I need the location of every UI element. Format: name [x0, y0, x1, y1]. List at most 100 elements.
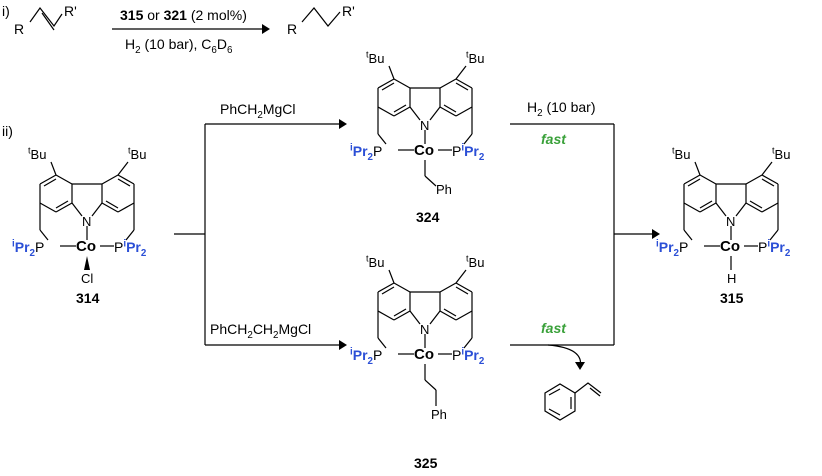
right-ring-bond — [745, 202, 763, 213]
left-ring-double-bond — [381, 286, 395, 295]
alkane-product-bonds — [301, 7, 341, 27]
reagent-phenethyl: PhCH2CH2MgCl — [210, 321, 312, 341]
complex-315-nitrogen: N — [726, 214, 736, 229]
left-ring-bond — [377, 282, 395, 293]
complex-315-p-left: iPr2P — [656, 238, 689, 259]
left-ring-bond — [683, 202, 701, 213]
left-ring-bond — [55, 174, 73, 185]
complex-315-tbu-right: tBu — [772, 145, 791, 162]
complex-324-tbu-left: tBu — [366, 49, 385, 66]
left-ring-double-bond — [699, 200, 713, 209]
right-ring-bond — [117, 202, 135, 213]
left-ring-bond — [377, 106, 395, 117]
right-ring-double-bond — [443, 308, 457, 317]
right-ring-bond — [101, 202, 119, 213]
right-ring-double-bond — [443, 104, 457, 113]
right-ring-bond — [761, 174, 779, 185]
left-ring-bond — [393, 106, 411, 117]
ch2-ph-bond — [424, 175, 437, 187]
ch2-p-bond — [463, 133, 473, 145]
right-ring-bond — [455, 310, 473, 321]
tbu-bond — [761, 161, 773, 176]
left-ring-bond — [393, 282, 411, 293]
ch2-p-bond — [377, 337, 387, 349]
carbazole-cn-bond — [429, 106, 441, 121]
ch2-p-bond — [463, 337, 473, 349]
tbu-bond — [388, 65, 395, 80]
reactant-r: R — [14, 21, 25, 37]
right-ring-double-bond — [455, 82, 469, 91]
product-r-prime: R' — [342, 3, 355, 19]
ch2-p-bond — [683, 229, 693, 241]
carbazole-cn-bond — [409, 310, 421, 325]
carbazole-cn-bond — [71, 202, 83, 217]
ch2-ch2-bond — [424, 379, 437, 391]
complex-324-cobalt: Co — [414, 142, 434, 159]
complex-315-id: 315 — [720, 290, 744, 306]
carbazole-cn-bond — [409, 106, 421, 121]
right-ring-bond — [455, 282, 473, 293]
complex-324-p-left: iPr2P — [350, 142, 383, 163]
complex-324-p-right: PiPr2 — [452, 142, 485, 163]
right-ring-double-bond — [105, 200, 119, 209]
left-ring-bond — [393, 78, 411, 89]
right-ring-double-bond — [117, 178, 131, 187]
complex-314-nitrogen: N — [82, 214, 92, 229]
arrow-to-324-head — [339, 119, 347, 129]
product-r: R — [287, 21, 298, 37]
complex-314-p-left: iPr2P — [12, 238, 45, 259]
complex-314-ligand: Cl — [81, 271, 94, 286]
ch2-p-bond — [769, 229, 779, 241]
right-ring-bond — [101, 174, 119, 185]
reagent-benzyl: PhCH2MgCl — [220, 101, 296, 121]
left-ring-bond — [55, 202, 73, 213]
complex-314-id: 314 — [76, 290, 100, 306]
complex-315-tbu-left: tBu — [672, 145, 691, 162]
right-ring-bond — [745, 174, 763, 185]
carbazole-cn-bond — [91, 202, 103, 217]
complex-325-cobalt: Co — [414, 346, 434, 363]
styrene-molecule — [544, 382, 602, 421]
complex-324-ligand: Ph — [436, 182, 452, 197]
right-ring-bond — [439, 310, 457, 321]
right-ring-bond — [117, 174, 135, 185]
styrene-release-arrow — [547, 344, 582, 369]
left-ring-double-bond — [687, 178, 701, 187]
reactant-r-prime: R' — [64, 3, 77, 19]
carbazole-cn-bond — [735, 202, 747, 217]
complex-325-ligand: Ph — [431, 407, 447, 422]
left-ring-double-bond — [55, 200, 69, 209]
ch2-p-bond — [125, 229, 135, 241]
complex-324-tbu-right: tBu — [466, 49, 485, 66]
carbazole-cn-bond — [715, 202, 727, 217]
complex-315-ligand: H — [727, 271, 737, 286]
left-ring-double-bond — [43, 178, 57, 187]
part-ii-label: ii) — [2, 123, 13, 139]
left-ring-double-bond — [393, 308, 407, 317]
left-ring-bond — [377, 310, 395, 321]
complex-314-cobalt: Co — [76, 238, 96, 255]
tbu-bond — [117, 161, 129, 176]
left-ring-bond — [39, 202, 57, 213]
ch2-p-bond — [39, 229, 49, 241]
arrow-to-315-head — [652, 229, 660, 239]
right-ring-bond — [455, 106, 473, 117]
tbu-bond — [694, 161, 701, 176]
complex-324-skeleton — [377, 65, 473, 187]
right-ring-bond — [439, 106, 457, 117]
arrow-i-head — [262, 24, 270, 34]
tbu-bond — [50, 161, 57, 176]
tbu-bond — [455, 269, 467, 284]
alkene-reactant-bonds — [29, 6, 63, 31]
left-ring-bond — [39, 174, 57, 185]
catalyst-text: 315 or 321 (2 mol%) — [120, 7, 247, 23]
left-ring-bond — [683, 174, 701, 185]
co-cl-wedge-bond — [84, 256, 90, 270]
right-ring-bond — [439, 78, 457, 89]
right-ring-double-bond — [455, 286, 469, 295]
fast-label-bottom: fast — [541, 320, 566, 336]
left-ring-bond — [699, 174, 717, 185]
complex-325-tbu-left: tBu — [366, 253, 385, 270]
complex-315-skeleton — [683, 161, 779, 270]
arrow-to-325-head — [339, 340, 347, 350]
